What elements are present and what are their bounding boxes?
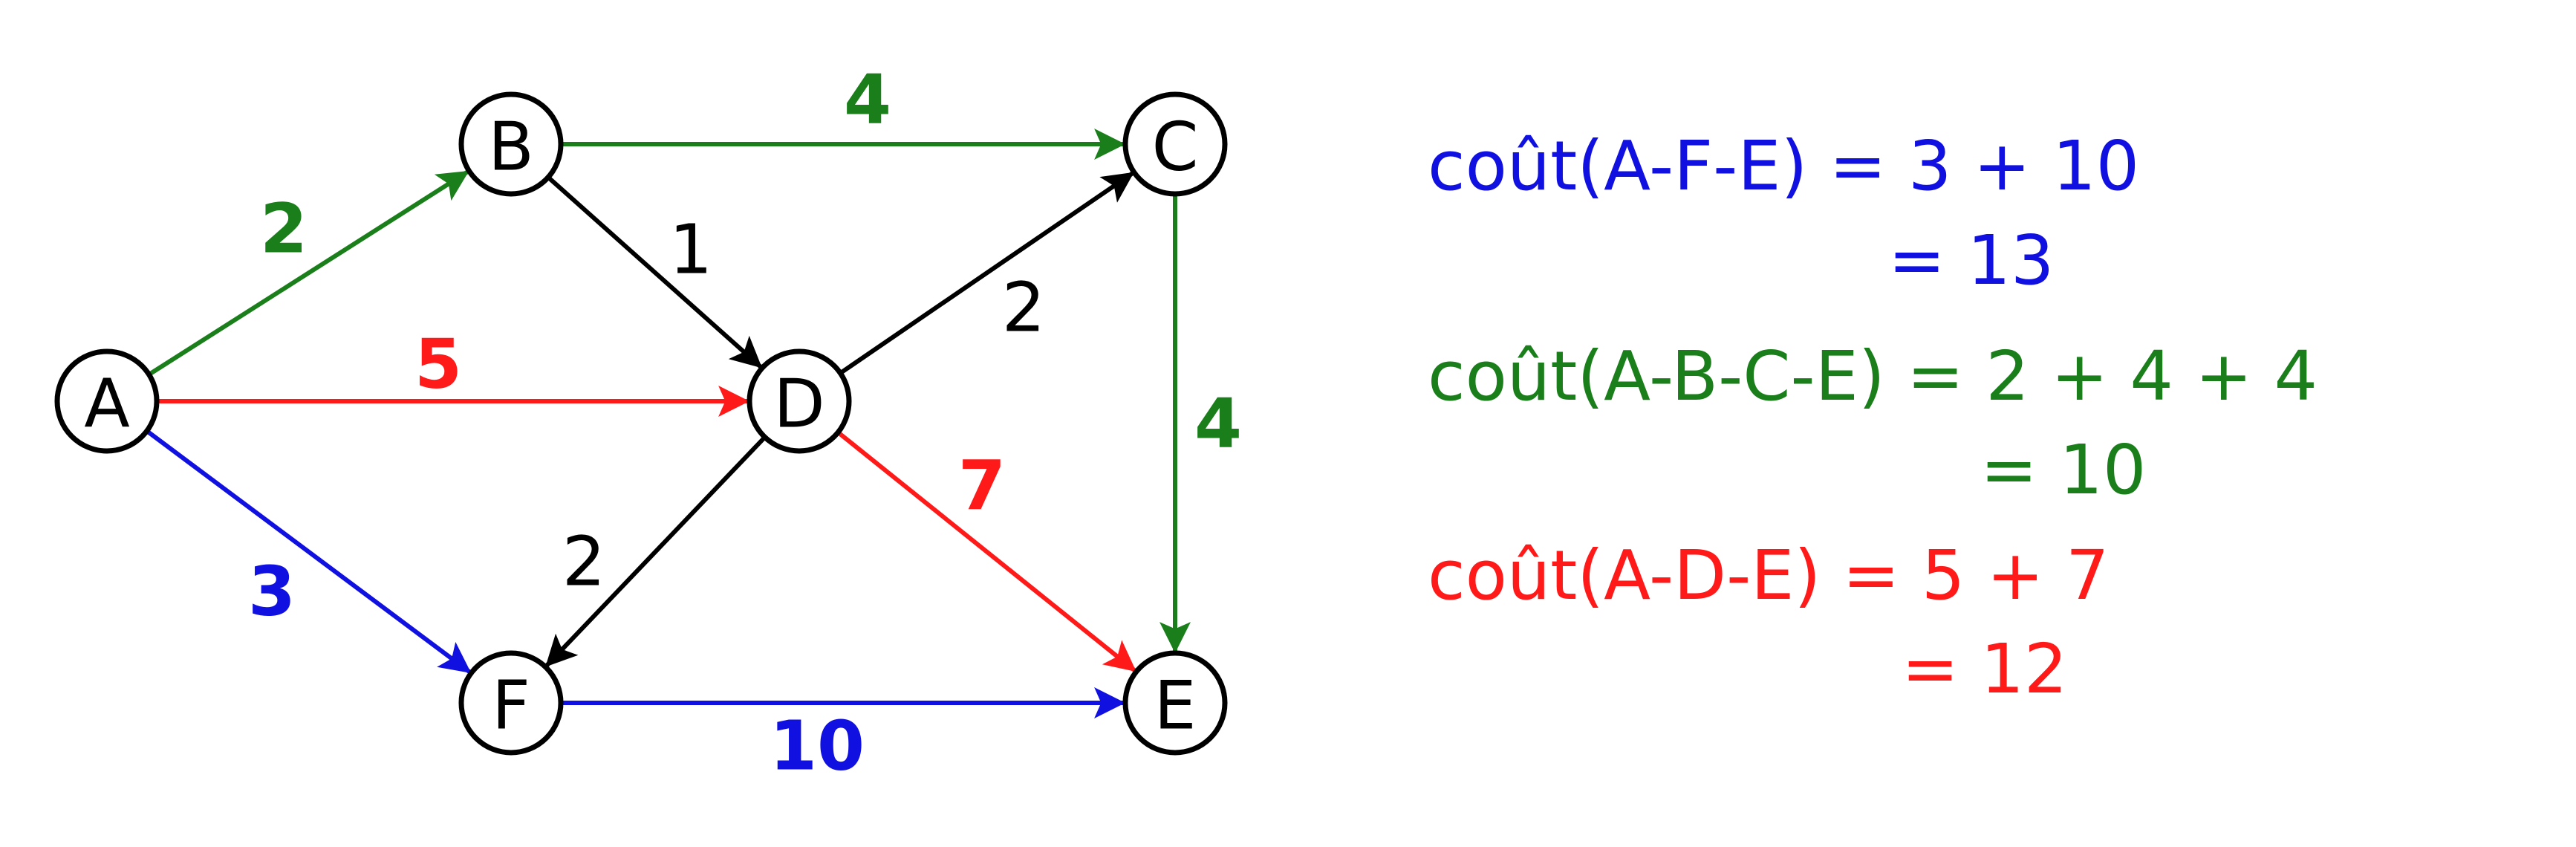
cost-line-1-expression: coût(A-F-E) = 3 + 10 bbox=[1428, 126, 2139, 206]
weights-layer: 2 5 3 4 1 2 2 7 4 10 bbox=[248, 60, 1242, 786]
edge-d-c bbox=[839, 171, 1134, 375]
edge-weight-b-c: 4 bbox=[844, 60, 891, 140]
node-circle bbox=[747, 348, 852, 454]
cost-line-1-result: = 13 bbox=[1888, 221, 2054, 300]
node-label: E bbox=[1154, 667, 1197, 745]
node-circle bbox=[54, 348, 160, 454]
edge-a-b bbox=[147, 169, 469, 377]
edge-weight-f-e: 10 bbox=[770, 707, 865, 786]
cost-line-3-expression: coût(A-D-E) = 5 + 7 bbox=[1428, 536, 2110, 615]
node-f: F bbox=[458, 650, 564, 756]
cost-line-2-result: = 10 bbox=[1980, 430, 2146, 510]
edges-layer bbox=[145, 129, 1191, 718]
node-e: E bbox=[1122, 650, 1228, 756]
edge-weight-d-e: 7 bbox=[958, 447, 1006, 526]
node-circle bbox=[458, 91, 564, 197]
edge-weight-c-e: 4 bbox=[1194, 384, 1242, 464]
cost-panel: coût(A-F-E) = 3 + 10 = 13 coût(A-B-C-E) = … bbox=[1428, 126, 2318, 709]
cost-line-2-expression: coût(A-B-C-E) = 2 + 4 + 4 bbox=[1428, 337, 2318, 416]
edge-weight-b-d: 1 bbox=[669, 210, 713, 290]
nodes-layer: A B C D E F bbox=[54, 91, 1228, 756]
edge-b-d bbox=[547, 175, 763, 369]
node-label: A bbox=[84, 366, 130, 444]
node-label: C bbox=[1152, 108, 1199, 186]
node-circle bbox=[1122, 650, 1228, 756]
edge-a-f bbox=[145, 429, 472, 675]
edge-weight-a-d: 5 bbox=[414, 325, 462, 404]
edge-weight-a-b: 2 bbox=[260, 189, 308, 269]
edge-weight-d-c: 2 bbox=[1002, 268, 1046, 348]
edge-weight-d-f: 2 bbox=[562, 522, 606, 602]
node-circle bbox=[1122, 91, 1228, 197]
node-d: D bbox=[747, 348, 852, 454]
node-c: C bbox=[1122, 91, 1228, 197]
node-label: D bbox=[773, 366, 824, 444]
node-label: F bbox=[492, 667, 530, 745]
cost-line-3-result: = 12 bbox=[1902, 629, 2067, 709]
edge-d-e bbox=[836, 430, 1137, 673]
node-label: B bbox=[488, 108, 534, 186]
edge-weight-a-f: 3 bbox=[248, 552, 296, 632]
node-b: B bbox=[458, 91, 564, 197]
node-a: A bbox=[54, 348, 160, 454]
edge-d-f bbox=[544, 435, 767, 668]
node-circle bbox=[458, 650, 564, 756]
